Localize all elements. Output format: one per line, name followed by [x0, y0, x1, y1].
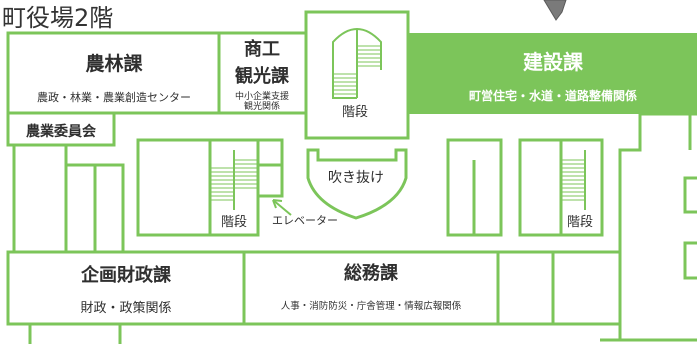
room-left-b: [64, 163, 97, 254]
room-bottom-right-a: [496, 250, 555, 326]
kikaku-name: 企画財政課: [80, 264, 172, 286]
map-title: 町役場2階: [2, 4, 113, 32]
kikaku-desc: 財政・政策関係: [80, 300, 171, 316]
elevator-box: [256, 138, 284, 198]
bottom-left-stub: [28, 324, 122, 344]
nourin-desc: 農政・林業・農業創造センター: [37, 90, 191, 104]
nourin-name: 農林課: [85, 52, 143, 75]
elevator-label: エレベーター: [272, 214, 338, 227]
stairs-right-label: 階段: [567, 215, 593, 230]
nougyou-iinkai-name: 農業委員会: [26, 123, 97, 140]
kensetsu-desc: 町営住宅・水道・道路整備関係: [469, 88, 637, 103]
stairs-left-icon: [210, 159, 258, 201]
somu-name: 総務課: [344, 262, 399, 284]
kensetsu-name: 建設課: [523, 50, 584, 74]
room-left-a: [12, 143, 68, 254]
atrium-label: 吹き抜け: [328, 170, 384, 186]
stairs-right-icon: [561, 159, 585, 201]
stairs-top-icon: [332, 28, 382, 99]
atrium: [306, 148, 408, 220]
room-mid-left: [136, 138, 212, 237]
room-kensetsu: [408, 33, 697, 114]
stairs-top-steps: [333, 45, 381, 95]
stairs-left-label: 階段: [221, 215, 247, 230]
room-bottom-right-b: [551, 250, 622, 326]
shoko-desc-line1: 中小企業支援: [235, 90, 289, 102]
pin-marker-icon: [543, 0, 567, 21]
somu-desc: 人事・消防防災・庁舎管理・情報広報関係: [281, 300, 462, 312]
shoko-desc-line2: 観光関係: [244, 100, 280, 112]
arrow-icon: [272, 199, 292, 216]
right-edge-box1: [683, 176, 697, 214]
right-block: [618, 114, 642, 340]
stair-core-top: [304, 10, 410, 140]
room-left-c: [93, 163, 125, 254]
right-edge-box2: [683, 241, 697, 280]
shoko-name-line2: 観光課: [235, 65, 290, 87]
shoko-name-line1: 商工: [244, 38, 280, 60]
stairs-top-label: 階段: [342, 105, 368, 120]
